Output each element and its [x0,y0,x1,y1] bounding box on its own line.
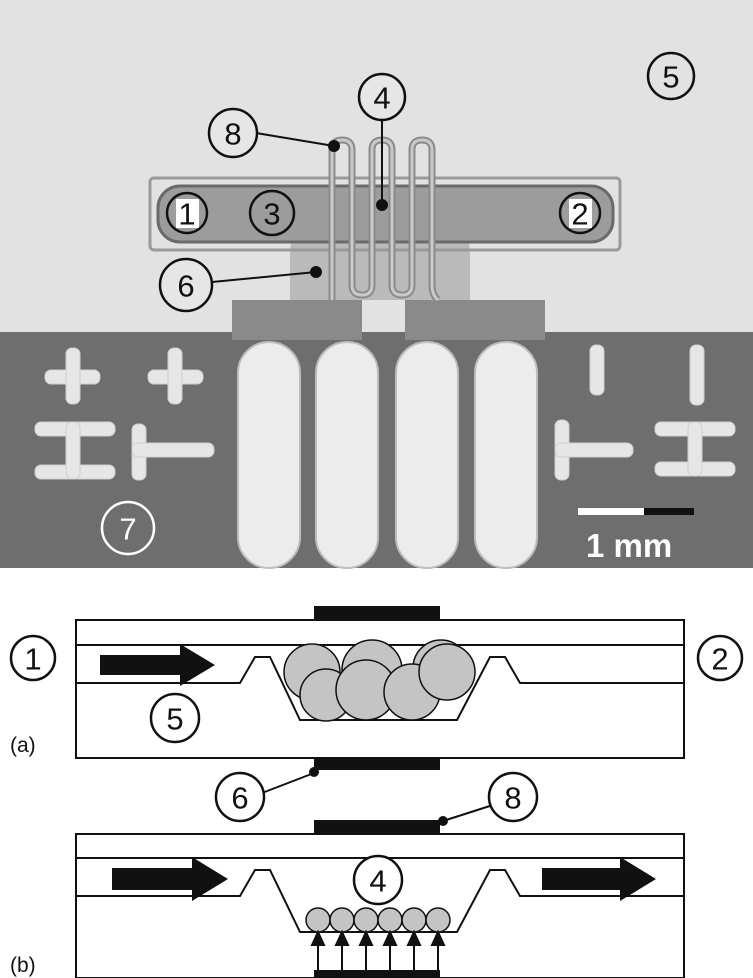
pad-3 [395,341,459,569]
mark-plus-2-v [167,347,183,405]
schematic-b: 4 (b) [10,820,685,978]
photo-callout-chamber: 3 [248,189,296,237]
flow-channel [156,184,615,244]
particle [353,907,379,933]
callout-outlet-a: 2 [696,634,744,682]
callout-electrode-left-shared: 6 [214,771,266,823]
scale-bar: 1 mm [578,508,694,564]
flow-arrow-a [100,644,215,686]
mark-bar-1 [589,344,605,396]
particle [305,907,331,933]
callout-label-2-a: 2 [711,642,728,677]
callout-label-5: 5 [662,60,679,95]
leader-6-schematic [261,772,315,794]
scale-bar-label: 1 mm [586,527,672,564]
channel-outline [148,176,622,252]
photo-callout-outlet: 2 [558,191,602,235]
callout-label-8-shared: 8 [504,781,521,816]
top-electrode-a [314,606,440,620]
leader-8-schematic-dot [438,816,448,826]
particle [329,907,355,933]
callout-label-1: 1 [178,197,195,232]
particle-cluster-a [283,639,476,722]
callout-meander-b: 4 [352,854,404,906]
pad-4 [474,341,538,569]
callout-label-3: 3 [263,197,280,232]
mark-plus-1-v [65,347,81,405]
channel-profile-a [76,656,684,721]
photo-callout-electrode-left: 6 [158,257,214,313]
schematic-a: (a) 1 2 5 [9,606,744,759]
electrode-pads [237,341,538,569]
scale-bar-black-segment [644,508,694,515]
pad-shadow-right [405,300,545,340]
pad-1 [237,341,301,569]
callout-inlet-a: 1 [9,634,57,682]
particle [401,907,427,933]
leader-6-schematic-dot [309,767,319,777]
bottom-electrode-a [314,758,440,770]
callout-electrode-right-shared: 8 [487,771,539,823]
mark-h-2-stem [687,421,703,477]
top-electrode-b [314,820,440,834]
shared-callouts: 6 8 [214,758,539,826]
photo-callout-substrate: 5 [646,51,696,101]
callout-substrate-a: 5 [149,692,201,744]
alignment-marks [34,344,736,481]
pad-shadow-left [232,300,362,340]
scale-bar-white-segment [578,508,644,515]
channel-profile-b [76,869,684,933]
callout-label-7: 7 [119,512,136,547]
leader-4-dot [376,199,388,211]
photo-panel: 1 2 3 4 5 6 7 8 [0,0,753,569]
callout-label-6: 6 [177,269,194,304]
mark-t-2-h [554,442,634,458]
leader-6-dot [310,266,322,278]
callout-label-8: 8 [224,117,241,152]
panel-label-a: (a) [10,734,36,757]
leader-8-dot [328,140,340,152]
particle [425,907,451,933]
leader-8 [255,132,335,147]
photo-callout-contact-board: 7 [100,500,156,556]
photo-callout-inlet: 1 [165,191,209,235]
mark-bar-2 [689,344,705,406]
mark-t-1-h [131,442,215,458]
photo-callout-electrode-right: 8 [207,107,259,159]
photo-callout-meander: 4 [357,72,407,122]
photo-leaders [211,120,388,283]
flow-arrow-in-b [112,857,228,901]
magnetic-force-arrows [310,929,446,975]
callout-label-2: 2 [571,197,588,232]
particle [418,643,476,701]
callout-label-4: 4 [373,81,390,116]
leader-6 [211,271,317,283]
bottom-electrode-b [314,970,440,978]
meander-electrode-highlight [330,138,440,302]
pad-2 [315,341,379,569]
callout-label-1-a: 1 [24,642,41,677]
flow-arrow-out-b [542,857,656,901]
callout-label-4-b: 4 [369,864,386,899]
particle [377,907,403,933]
leader-8-schematic [442,804,494,822]
callout-label-5-a: 5 [166,702,183,737]
panel-label-b: (b) [10,954,36,977]
callout-label-6-shared: 6 [231,781,248,816]
mark-h-1-stem [65,421,81,480]
